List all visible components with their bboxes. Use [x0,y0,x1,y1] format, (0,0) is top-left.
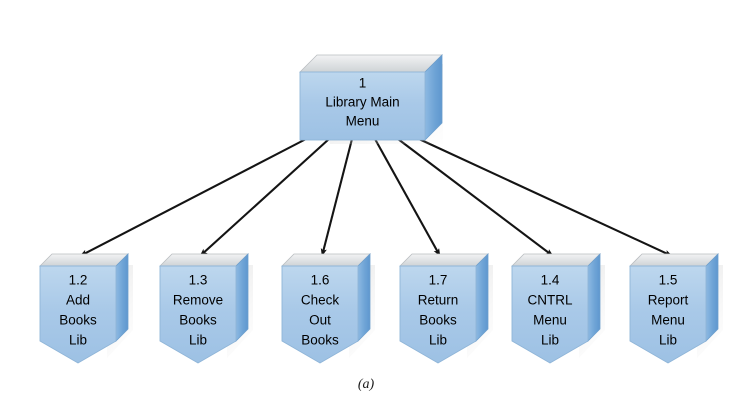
node-1-2[interactable]: 1.2 Add Books Lib [39,253,133,364]
root-top-face [299,54,443,73]
node-1-3-line-2: Books [179,313,217,328]
node-1-3-line-0: 1.3 [189,273,208,288]
node-1-4-line-1: CNTRL [527,293,572,308]
node-1-2-side-face [115,253,129,342]
node-1-4-line-3: Lib [541,333,559,348]
node-1-2-top-face [39,253,129,267]
node-1-7-line-1: Return [418,293,459,308]
node-1-3-line-1: Remove [173,293,223,308]
root-front-face [299,71,426,141]
node-1-7-top-face [399,253,489,267]
node-1-4-line-0: 1.4 [541,273,560,288]
node-root[interactable]: 1 Library Main Menu [299,54,443,144]
node-1-3[interactable]: 1.3 Remove Books Lib [159,253,253,364]
connector-root-to-1-6 [320,138,354,257]
node-1-7-line-0: 1.7 [429,273,448,288]
node-1-7-line-2: Books [419,313,457,328]
root-line-0: 1 [359,76,367,91]
node-1-4-front-face [511,265,589,364]
node-1-7[interactable]: 1.7 Return Books Lib [399,253,493,364]
node-1-5-top-face [629,253,719,267]
node-1-4-line-2: Menu [533,313,567,328]
node-1-6-front-face [281,265,359,364]
node-1-5-front-face [629,265,707,364]
connector-group [79,138,673,257]
node-1-6-top-face [281,253,371,267]
node-1-6-line-2: Out [309,313,331,328]
node-1-2-line-1: Add [66,293,90,308]
node-1-7-side-face [475,253,489,342]
connector-root-to-1-4 [397,138,554,257]
node-1-5-line-2: Menu [651,313,685,328]
connector-root-to-1-7 [374,138,441,257]
node-1-6[interactable]: 1.6 Check Out Books [281,253,375,364]
node-1-4[interactable]: 1.4 CNTRL Menu Lib [511,253,605,364]
node-1-3-top-face [159,253,249,267]
node-1-5-line-0: 1.5 [659,273,678,288]
node-1-5-line-3: Lib [659,333,677,348]
node-1-3-front-face [159,265,237,364]
root-line-2: Menu [346,114,380,129]
root-line-1: Library Main [325,95,399,110]
node-1-6-side-face [357,253,371,342]
node-1-6-line-1: Check [301,293,340,308]
connector-root-to-1-5 [418,138,673,257]
figure-caption: (a) [358,377,375,392]
node-1-3-side-face [235,253,249,342]
node-1-2-line-3: Lib [69,333,87,348]
node-1-2-line-2: Books [59,313,97,328]
node-1-5[interactable]: 1.5 Report Menu Lib [629,253,723,364]
node-1-6-line-0: 1.6 [311,273,330,288]
connector-root-to-1-2 [79,138,307,257]
node-1-7-front-face [399,265,477,364]
node-1-4-side-face [587,253,601,342]
node-1-5-line-1: Report [648,293,689,308]
node-1-6-line-3: Books [301,333,339,348]
node-1-2-front-face [39,265,117,364]
node-1-2-line-0: 1.2 [69,273,88,288]
node-1-5-side-face [705,253,719,342]
node-1-7-line-3: Lib [429,333,447,348]
connector-root-to-1-3 [199,138,330,257]
node-1-4-top-face [511,253,601,267]
node-1-3-line-3: Lib [189,333,207,348]
